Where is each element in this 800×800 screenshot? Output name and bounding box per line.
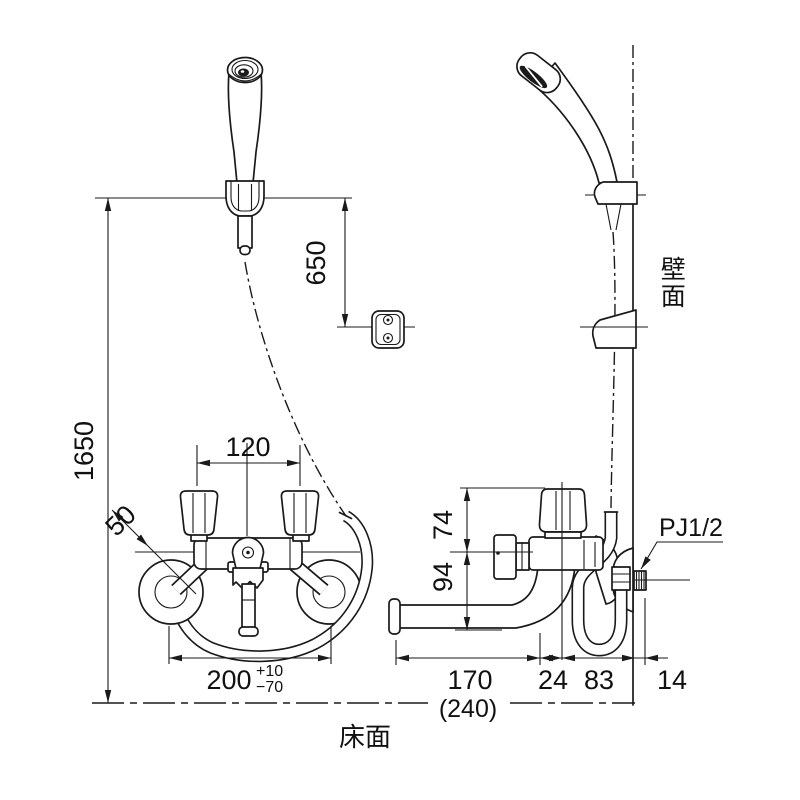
- hose-nut: [611, 566, 631, 591]
- floor-surface-label: 床面: [339, 722, 391, 752]
- dim-200-tol-lower: −70: [256, 679, 283, 696]
- wall-surface-label: 壁面: [658, 256, 686, 310]
- dim-120-label: 120: [225, 432, 270, 462]
- spout-side: [388, 565, 576, 635]
- dim-650-label: 650: [301, 240, 331, 285]
- dim-14-label: 14: [657, 665, 687, 695]
- shower-hose-front: [169, 510, 374, 663]
- dim-170-label: 170: [447, 665, 492, 695]
- faucet-front: [138, 490, 374, 663]
- dim-24-label: 24: [538, 665, 568, 695]
- wall-bracket-front: [371, 310, 405, 349]
- dim-50-label: 50: [99, 499, 141, 541]
- dim-200-label: 200: [206, 665, 251, 695]
- hose-phantom-line-side: [610, 231, 616, 509]
- faucet-side: [493, 488, 604, 580]
- wall-surface-label-box: 壁面: [658, 256, 686, 310]
- dim-200-tol-upper: +10: [256, 663, 283, 680]
- side-view: [388, 51, 690, 660]
- hand-shower-side: [516, 51, 638, 231]
- right-handle: [280, 490, 320, 536]
- dim-74-label: 74: [428, 510, 458, 540]
- hand-shower-front: [225, 56, 265, 256]
- handle-side: [538, 488, 588, 533]
- hose-phantom-line: [244, 261, 347, 517]
- dim-240-label: (240): [439, 695, 497, 723]
- shower-holder-side: [593, 181, 638, 205]
- diverter-knob-side: [493, 534, 517, 580]
- dim-1650-label: 1650: [69, 421, 99, 481]
- dim-94-label: 94: [428, 562, 458, 592]
- front-view: [138, 56, 405, 663]
- thread-spec-label: PJ1/2: [659, 514, 723, 542]
- dim-83-label: 83: [584, 665, 614, 695]
- dimensions: 1650 650 120 50 200 +10 −70 74 94: [69, 198, 723, 723]
- spout-front: [241, 583, 256, 631]
- wall-bracket-side: [591, 309, 637, 349]
- left-handle: [179, 490, 219, 536]
